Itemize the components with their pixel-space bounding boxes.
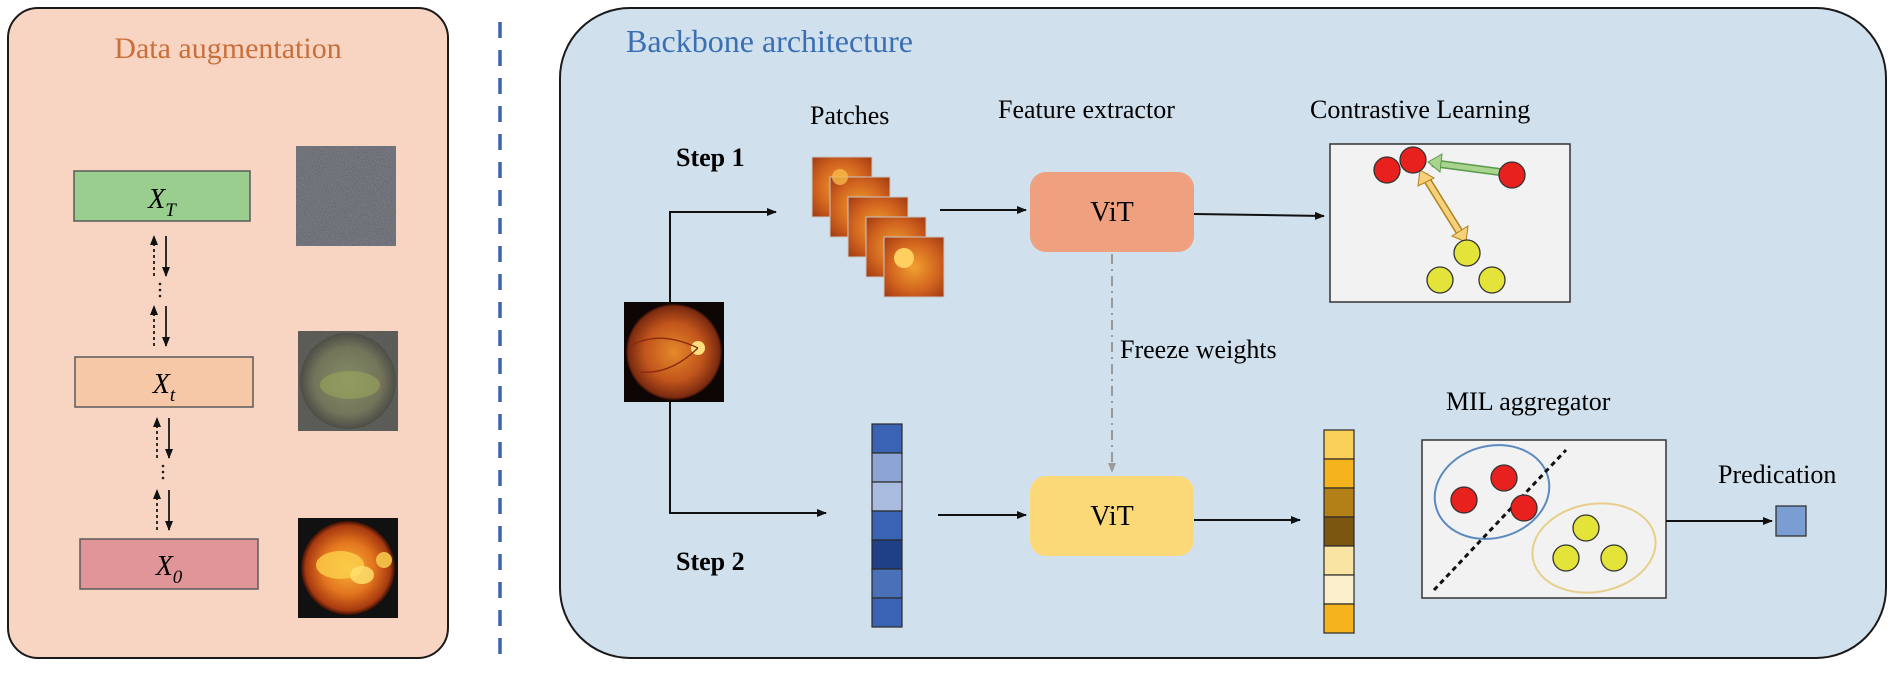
mil-yellow-cluster — [1531, 502, 1657, 594]
contrastive-arrows — [1417, 153, 1501, 243]
xT-box — [73, 170, 251, 222]
contrastive-learning-label: Contrastive Learning — [1310, 95, 1530, 124]
output-vector-cell — [1323, 487, 1355, 518]
x0-box — [79, 538, 259, 590]
noisy-fundus-image — [298, 331, 398, 431]
input-vector-cell — [871, 481, 903, 512]
ellipsis-dots — [158, 282, 165, 480]
xT-label: XT — [147, 184, 177, 221]
step1-label: Step 1 — [676, 143, 745, 172]
patches-label: Patches — [810, 101, 889, 130]
input-branch-arrows — [669, 208, 827, 517]
input-vector-cell — [871, 568, 903, 599]
vit-top-label: ViT — [1090, 197, 1133, 228]
x0-label: X0 — [155, 551, 183, 588]
input-vector-cell — [871, 597, 903, 628]
mil-aggregator-label: MIL aggregator — [1446, 387, 1611, 416]
vit-bottom-label: ViT — [1090, 501, 1133, 532]
input-vector-cell — [871, 539, 903, 570]
input-feature-vector — [871, 423, 903, 628]
output-vector-cell — [1323, 545, 1355, 576]
vit-top-box — [1030, 172, 1194, 252]
diffusion-arrows — [150, 235, 173, 531]
mil-aggregator-box — [1421, 439, 1667, 599]
backbone-title: Backbone architecture — [626, 23, 913, 59]
step2-label: Step 2 — [676, 547, 745, 576]
backbone-panel — [559, 7, 1887, 659]
output-feature-vector — [1323, 429, 1355, 634]
feature-extractor-label: Feature extractor — [998, 95, 1175, 124]
xt-box — [74, 356, 254, 408]
prediction-square — [1775, 505, 1807, 537]
clean-fundus-image — [298, 518, 398, 618]
output-vector-cell — [1323, 603, 1355, 634]
vit-bottom-box — [1030, 476, 1194, 556]
input-vector-cell — [871, 423, 903, 454]
prediction-label: Predication — [1718, 460, 1836, 489]
freeze-weights-label: Freeze weights — [1120, 335, 1277, 364]
xt-label: Xt — [152, 369, 176, 406]
data-augmentation-title: Data augmentation — [114, 32, 341, 65]
noise-image — [296, 146, 396, 246]
output-vector-cell — [1323, 429, 1355, 460]
input-fundus-image — [624, 302, 724, 402]
patches-stack — [811, 156, 945, 298]
output-vector-cell — [1323, 458, 1355, 489]
input-vector-cell — [871, 510, 903, 541]
vit-to-contrastive-arrow — [1193, 211, 1325, 220]
contrastive-dots — [1373, 146, 1526, 294]
mil-red-cluster — [1433, 444, 1551, 540]
output-vector-cell — [1323, 574, 1355, 605]
input-vector-cell — [871, 452, 903, 483]
mil-dots — [1450, 464, 1628, 572]
output-vector-cell — [1323, 516, 1355, 547]
